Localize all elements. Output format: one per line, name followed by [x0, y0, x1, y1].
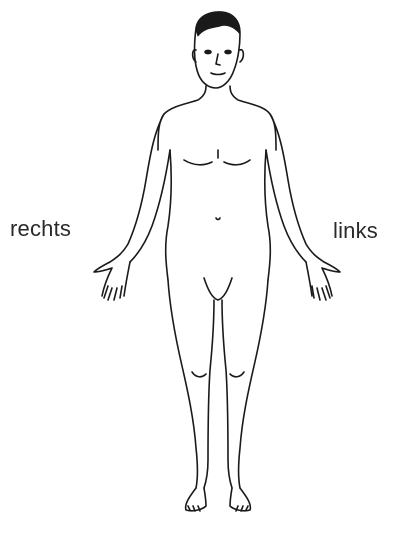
label-right-side: rechts: [10, 216, 71, 242]
arm-left-outline: [266, 114, 340, 300]
head-outline: [193, 12, 244, 88]
label-left-side: links: [333, 218, 378, 244]
torso-outline: [158, 86, 276, 300]
legs-outline: [168, 280, 268, 511]
